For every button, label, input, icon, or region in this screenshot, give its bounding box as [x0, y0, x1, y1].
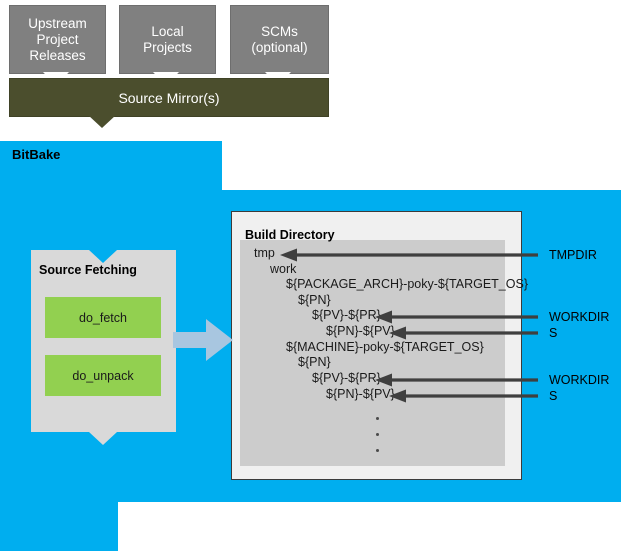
source-box-upstream-project-releases: Upstream Project Releases: [9, 5, 106, 74]
callout-arrow-s-2: [389, 389, 538, 403]
callout-label-tmpdir: TMPDIR: [549, 248, 597, 262]
bitbake-label: BitBake: [12, 147, 61, 162]
source-fetching-notch-top: [89, 250, 117, 263]
source-mirrors-label: Source Mirror(s): [118, 89, 220, 106]
callout-label-workdir-2: WORKDIR: [549, 373, 610, 387]
tree-row: ${PV}-${PR}: [312, 371, 381, 385]
bitbake-region-top: [0, 141, 222, 196]
source-box-label: SCMs (optional): [251, 23, 308, 55]
flow-arrow-right-icon: [173, 319, 233, 361]
tree-row: ${PN}: [298, 355, 331, 369]
source-box-local-projects: Local Projects: [119, 5, 216, 74]
task-do-unpack[interactable]: do_unpack: [45, 355, 161, 396]
source-box-label: Local Projects: [143, 23, 192, 55]
task-label: do_unpack: [72, 368, 134, 383]
source-fetching-notch-bottom: [89, 432, 117, 445]
tree-row: ${PACKAGE_ARCH}-poky-${TARGET_OS}: [286, 277, 528, 291]
tree-row: ${PN}-${PV}: [326, 387, 395, 401]
callout-arrow-s-1: [389, 326, 538, 340]
ellipsis-dot: [376, 417, 379, 420]
build-directory-inner-area: [240, 240, 505, 466]
callout-label-workdir-1: WORKDIR: [549, 310, 610, 324]
connector-notch-mirror-down: [88, 115, 116, 128]
callout-arrow-workdir-1: [375, 310, 538, 324]
tree-row: ${MACHINE}-poky-${TARGET_OS}: [286, 340, 484, 354]
tree-row: ${PN}-${PV}: [326, 324, 395, 338]
tree-row: work: [270, 262, 297, 276]
task-do-fetch[interactable]: do_fetch: [45, 297, 161, 338]
tree-row: ${PN}: [298, 293, 331, 307]
callout-arrow-tmpdir: [280, 248, 538, 262]
source-fetching-title: Source Fetching: [39, 263, 137, 277]
ellipsis-dot: [376, 449, 379, 452]
source-box-scms-optional: SCMs (optional): [230, 5, 329, 74]
callout-label-s-2: S: [549, 389, 558, 403]
callout-arrow-workdir-2: [375, 373, 538, 387]
tree-row: ${PV}-${PR}: [312, 308, 381, 322]
callout-label-s-1: S: [549, 326, 558, 340]
ellipsis-dot: [376, 433, 379, 436]
source-box-label: Upstream Project Releases: [28, 15, 87, 63]
source-mirrors-bar: Source Mirror(s): [9, 78, 329, 117]
task-label: do_fetch: [79, 310, 127, 325]
directory-tree: tmp work ${PACKAGE_ARCH}-poky-${TARGET_O…: [240, 240, 528, 466]
source-fetching-box: [31, 250, 176, 432]
build-directory-title: Build Directory: [245, 228, 335, 242]
bitbake-region-leg: [0, 470, 118, 551]
tree-row: tmp: [254, 246, 275, 260]
